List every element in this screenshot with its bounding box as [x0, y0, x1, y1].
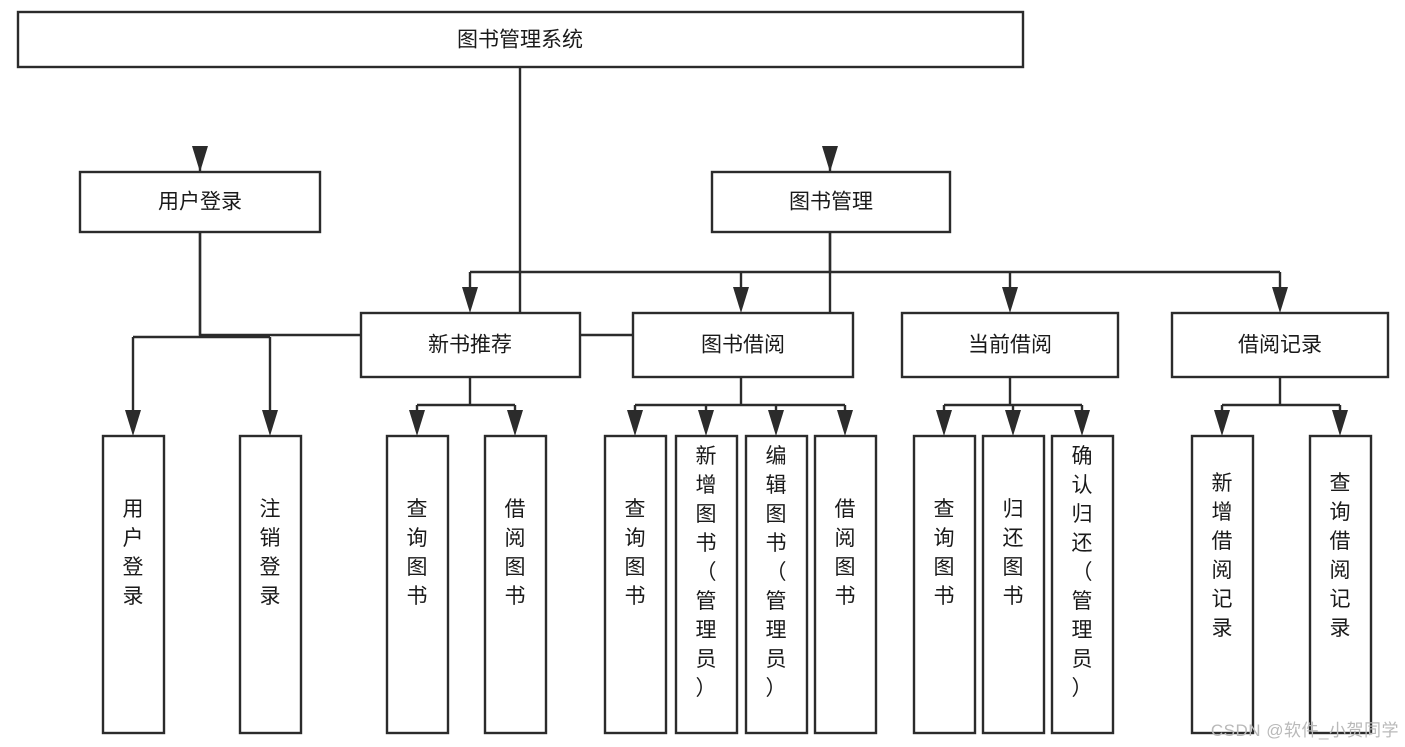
leaf-add-book-label: 新增图书（管理员）: [696, 445, 717, 700]
arrow-to-leaf-query-record: [1332, 410, 1348, 436]
book-borrow-box[interactable]: [631, 311, 855, 379]
leaf-borrow-book-2-box[interactable]: [813, 434, 878, 735]
node-leaf-add-book[interactable]: 新增图书（管理员）: [674, 434, 739, 735]
book-manage-label: 图书管理: [789, 191, 873, 214]
arrow-to-leaf-confirm-return: [1074, 410, 1090, 436]
root-box[interactable]: [16, 10, 1025, 69]
leaf-logout-box[interactable]: [238, 434, 303, 735]
leaf-return-book-label: 归还图书: [1003, 498, 1024, 608]
node-book-borrow[interactable]: 图书借阅: [631, 311, 855, 379]
edge-borrowrecord-bus: [1220, 377, 1342, 420]
node-leaf-query-book-2[interactable]: 查询图书: [603, 434, 668, 735]
node-leaf-query-book-3[interactable]: 查询图书: [912, 434, 977, 735]
leaf-query-record-label: 查询借阅记录: [1330, 472, 1351, 640]
edge-bookborrow-bus: [633, 377, 847, 420]
arrow-to-book-manage: [822, 146, 838, 172]
csdn-watermark: CSDN @软件_小贺同学: [1210, 721, 1399, 740]
leaf-borrow-book-1-label: 借阅图书: [505, 498, 526, 608]
new-book-recommend-box[interactable]: [359, 311, 582, 379]
leaf-query-record-box[interactable]: [1308, 434, 1373, 735]
leaf-borrow-book-2-label: 借阅图书: [835, 498, 856, 608]
arrow-to-user-login: [192, 146, 208, 172]
arrow-to-leaf-borrow-book-1: [507, 410, 523, 436]
arrow-to-borrow-record: [1272, 287, 1288, 313]
arrow-to-current-borrow: [1002, 287, 1018, 313]
node-leaf-borrow-book-2[interactable]: 借阅图书: [813, 434, 878, 735]
node-current-borrow[interactable]: 当前借阅: [900, 311, 1120, 379]
user-login-label: 用户登录: [158, 191, 242, 214]
node-leaf-return-book[interactable]: 归还图书: [981, 434, 1046, 735]
arrow-to-leaf-logout: [262, 410, 278, 436]
current-borrow-box[interactable]: [900, 311, 1120, 379]
current-borrow-label: 当前借阅: [968, 334, 1052, 357]
edge-bookmanage-bus: [468, 232, 1282, 300]
leaf-user-login-box[interactable]: [101, 434, 166, 735]
edge-userlogin-bus: [131, 232, 272, 424]
leaf-add-record-label: 新增借阅记录: [1212, 472, 1233, 640]
arrow-to-leaf-user-login: [125, 410, 141, 436]
node-leaf-edit-book[interactable]: 编辑图书（管理员）: [744, 434, 809, 735]
arrow-to-book-borrow: [733, 287, 749, 313]
borrow-record-label: 借阅记录: [1238, 334, 1322, 357]
node-leaf-confirm-return[interactable]: 确认归还（管理员）: [1050, 434, 1115, 735]
leaf-query-book-1-box[interactable]: [385, 434, 450, 735]
leaf-query-book-2-box[interactable]: [603, 434, 668, 735]
connector-layer: [125, 66, 1348, 436]
node-book-manage[interactable]: 图书管理: [710, 170, 952, 234]
node-leaf-borrow-book-1[interactable]: 借阅图书: [483, 434, 548, 735]
leaf-query-book-3-box[interactable]: [912, 434, 977, 735]
arrow-to-leaf-query-book-1: [409, 410, 425, 436]
arrow-to-leaf-add-book: [698, 410, 714, 436]
node-root[interactable]: 图书管理系统: [16, 10, 1025, 69]
arrow-to-leaf-query-book-2: [627, 410, 643, 436]
new-book-recommend-label: 新书推荐: [428, 334, 512, 357]
leaf-edit-book-box[interactable]: [744, 434, 809, 735]
node-user-login[interactable]: 用户登录: [78, 170, 322, 234]
leaf-query-book-2-label: 查询图书: [625, 498, 646, 608]
node-leaf-user-login[interactable]: 用户登录: [101, 434, 166, 735]
arrow-to-leaf-return-book: [1005, 410, 1021, 436]
edge-newbook-bus: [415, 377, 517, 420]
leaf-query-book-3-label: 查询图书: [934, 498, 955, 608]
user-login-box[interactable]: [78, 170, 322, 234]
leaf-add-record-box[interactable]: [1190, 434, 1255, 735]
node-new-book-recommend[interactable]: 新书推荐: [359, 311, 582, 379]
arrow-to-leaf-add-record: [1214, 410, 1230, 436]
book-borrow-label: 图书借阅: [701, 334, 785, 357]
node-leaf-query-book-1[interactable]: 查询图书: [385, 434, 450, 735]
book-manage-box[interactable]: [710, 170, 952, 234]
arrow-to-leaf-query-book-3: [936, 410, 952, 436]
borrow-record-box[interactable]: [1170, 311, 1390, 379]
leaf-user-login-label: 用户登录: [123, 498, 144, 608]
node-leaf-query-record[interactable]: 查询借阅记录: [1308, 434, 1373, 735]
arrow-to-leaf-edit-book: [768, 410, 784, 436]
leaf-edit-book-label: 编辑图书（管理员）: [766, 445, 787, 700]
leaf-borrow-book-1-box[interactable]: [483, 434, 548, 735]
leaf-confirm-return-label: 确认归还（管理员）: [1072, 445, 1093, 700]
node-leaf-logout[interactable]: 注销登录: [238, 434, 303, 735]
leaf-add-book-box[interactable]: [674, 434, 739, 735]
leaf-confirm-return-box[interactable]: [1050, 434, 1115, 735]
arrow-to-leaf-borrow-book-2: [837, 410, 853, 436]
leaf-logout-label: 注销登录: [260, 498, 281, 608]
arrow-to-new-book-recommend: [462, 287, 478, 313]
node-borrow-record[interactable]: 借阅记录: [1170, 311, 1390, 379]
root-label: 图书管理系统: [457, 29, 583, 52]
leaf-query-book-1-label: 查询图书: [407, 498, 428, 608]
leaf-return-book-box[interactable]: [981, 434, 1046, 735]
node-leaf-add-record[interactable]: 新增借阅记录: [1190, 434, 1255, 735]
